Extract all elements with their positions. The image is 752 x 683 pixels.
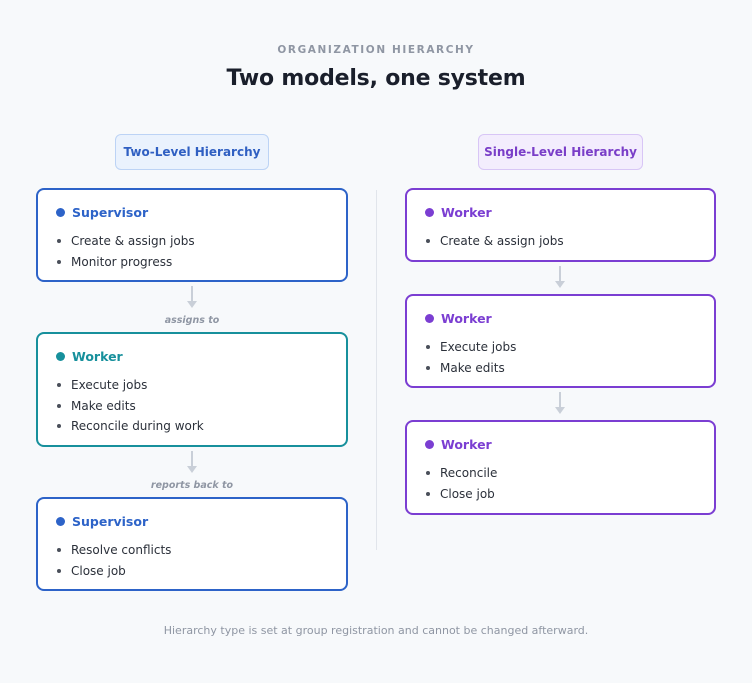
worker-dot-icon (425, 439, 434, 449)
list-item: Close job (425, 484, 696, 505)
card-role: Worker (441, 436, 492, 452)
connector-label-reports-back-to: reports back to (150, 480, 234, 491)
bullet-icon (426, 345, 430, 350)
supervisor-dot-icon (56, 207, 65, 217)
list-item: Reconcile during work (56, 416, 328, 437)
down-arrow-icon (555, 266, 565, 288)
supervisor-card: Supervisor Resolve conflicts Close job (36, 497, 348, 591)
list-item: Create & assign jobs (56, 231, 328, 252)
card-role: Worker (441, 204, 492, 220)
bullet-icon (57, 403, 61, 408)
supervisor-card: Supervisor Create & assign jobs Monitor … (36, 188, 348, 282)
bullet-icon (57, 259, 61, 264)
list-item: Make edits (56, 396, 328, 417)
bullet-icon (57, 548, 61, 553)
bullet-icon (426, 365, 430, 370)
list-item: Reconcile (425, 463, 696, 484)
bullet-icon (57, 424, 61, 429)
worker-card: Worker Reconcile Close job (405, 420, 716, 515)
bullet-icon (57, 383, 61, 388)
list-item: Monitor progress (56, 252, 328, 273)
down-arrow-icon (187, 286, 197, 308)
down-arrow-icon (187, 451, 197, 473)
card-role: Supervisor (72, 513, 149, 529)
list-item: Resolve conflicts (56, 540, 328, 561)
list-item: Close job (56, 561, 328, 582)
eyebrow-label: ORGANIZATION HIERARCHY (277, 44, 475, 56)
single-level-column-label: Single-Level Hierarchy (478, 134, 643, 170)
list-item: Execute jobs (425, 337, 696, 358)
footer-note: Hierarchy type is set at group registrat… (163, 624, 589, 637)
supervisor-dot-icon (56, 516, 65, 526)
card-role: Worker (441, 310, 492, 326)
worker-card: Worker Create & assign jobs (405, 188, 716, 262)
worker-card: Worker Execute jobs Make edits Reconcile… (36, 332, 348, 447)
worker-dot-icon (56, 351, 65, 361)
bullet-icon (57, 239, 61, 244)
list-item: Execute jobs (56, 375, 328, 396)
bullet-icon (426, 471, 430, 476)
bullet-icon (426, 491, 430, 496)
card-role: Worker (72, 348, 123, 364)
list-item: Create & assign jobs (425, 231, 696, 252)
worker-dot-icon (425, 207, 434, 217)
list-item: Make edits (425, 358, 696, 379)
down-arrow-icon (555, 392, 565, 414)
page-title: Two models, one system (226, 66, 526, 91)
bullet-icon (57, 568, 61, 573)
worker-dot-icon (425, 313, 434, 323)
connector-label-assigns-to: assigns to (164, 315, 220, 326)
worker-card: Worker Execute jobs Make edits (405, 294, 716, 388)
card-role: Supervisor (72, 204, 149, 220)
column-divider (376, 190, 377, 550)
bullet-icon (426, 239, 430, 244)
two-level-column-label: Two-Level Hierarchy (115, 134, 269, 170)
